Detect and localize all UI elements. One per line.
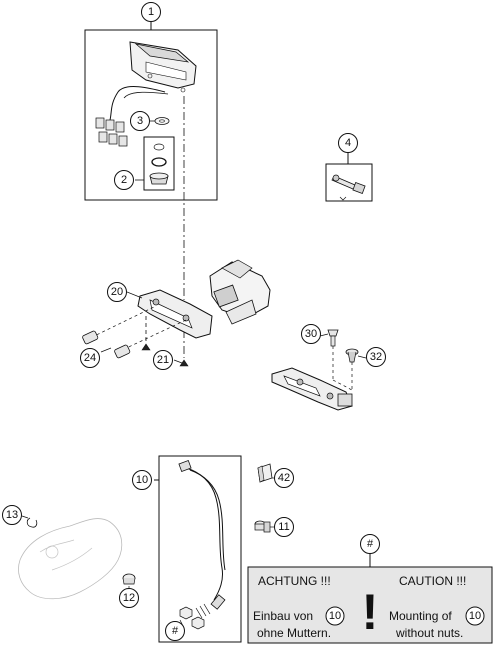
cluster-bracket-part <box>137 259 271 339</box>
callout-30: 30 <box>301 324 321 344</box>
rubber-grommet-21 <box>141 343 189 367</box>
callout-13: 13 <box>2 505 22 525</box>
callout-4: 4 <box>338 133 358 153</box>
svg-text:1: 1 <box>148 6 154 18</box>
cable-frame <box>158 455 242 643</box>
svg-text:11: 11 <box>278 521 289 533</box>
note-en-line1: Mounting of <box>389 609 452 623</box>
callout-hash-bottom: # <box>165 621 185 641</box>
key-part-group <box>325 153 373 202</box>
instrument-cluster-group <box>84 22 218 201</box>
note-heading-de: ACHTUNG !!! <box>258 574 331 588</box>
exclamation-icon: ! <box>362 584 379 640</box>
svg-text:13: 13 <box>6 509 18 521</box>
svg-text:10: 10 <box>469 610 481 622</box>
svg-text:3: 3 <box>137 115 143 127</box>
note-de-line1: Einbau von <box>253 609 313 623</box>
part2-frame <box>143 136 175 191</box>
callout-12: 12 <box>119 588 139 608</box>
svg-text:30: 30 <box>305 328 317 340</box>
callout-hash-top <box>360 534 380 554</box>
callout-32: 32 <box>366 347 386 367</box>
speedo-cable-group <box>154 455 242 643</box>
sleeve-part-11 <box>254 520 271 533</box>
speedometer-part <box>129 41 197 93</box>
spacer-part-12 <box>122 573 136 585</box>
callout-42: 42 <box>274 468 294 488</box>
warning-note: # ACHTUNG !!! CAUTION !!! ! Einbau von 1… <box>247 534 493 644</box>
washer-part <box>154 117 170 125</box>
grommet-part-32 <box>345 348 359 363</box>
callout-2: 2 <box>114 170 134 190</box>
fork-outline-ghost <box>18 518 123 600</box>
svg-text:2: 2 <box>121 174 127 186</box>
note-heading-en: CAUTION !!! <box>399 574 466 588</box>
note-de-line2: ohne Muttern. <box>257 626 331 640</box>
cable-clip-part-42 <box>257 463 273 483</box>
svg-text:12: 12 <box>123 592 135 604</box>
callout-1: 1 <box>141 2 161 22</box>
callout-24: 24 <box>80 348 100 368</box>
svg-text:20: 20 <box>111 286 123 298</box>
sensor-part <box>149 172 169 185</box>
svg-text:32: 32 <box>370 351 382 363</box>
svg-text:#: # <box>172 625 179 637</box>
callout-21: 21 <box>153 350 173 370</box>
svg-text:10: 10 <box>136 474 148 486</box>
callout-11: 11 <box>274 517 294 537</box>
svg-text:42: 42 <box>278 472 290 484</box>
connector-plugs <box>95 117 128 147</box>
callout-3: 3 <box>130 111 150 131</box>
svg-text:10: 10 <box>329 610 341 622</box>
screw-part-30 <box>327 329 339 347</box>
note-box <box>247 566 493 644</box>
second-bracket-part <box>271 367 353 411</box>
svg-text:24: 24 <box>84 352 96 364</box>
callout-10: 10 <box>132 470 152 490</box>
bolt-part-24b <box>114 344 131 359</box>
key-frame <box>325 163 373 202</box>
svg-text:#: # <box>367 538 374 550</box>
bolt-part-24 <box>82 330 99 345</box>
callout-20: 20 <box>107 282 127 302</box>
svg-text:4: 4 <box>345 137 351 149</box>
clip-part-13 <box>26 517 38 528</box>
note-en-line2: without nuts. <box>395 626 463 640</box>
svg-text:21: 21 <box>157 354 169 366</box>
nut-parts <box>179 606 205 630</box>
